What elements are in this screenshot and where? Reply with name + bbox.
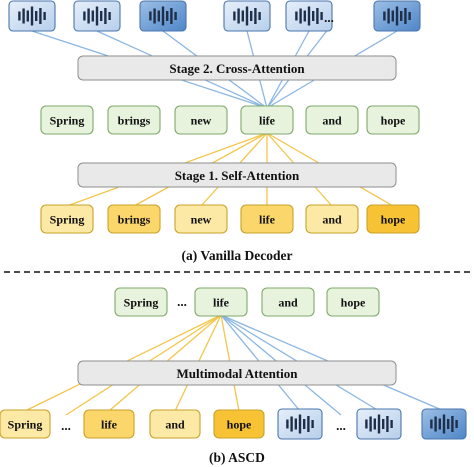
decoder-token: new <box>174 105 228 135</box>
audio-frame <box>373 0 421 32</box>
output-token-label: hope <box>341 296 366 310</box>
self-attention-label: Stage 1. Self-Attention <box>175 168 300 183</box>
cross-attention-label: Stage 2. Cross-Attention <box>169 61 305 76</box>
output-token: hope <box>326 287 380 317</box>
output-token-label: life <box>213 296 230 310</box>
output-token: Spring <box>114 287 168 317</box>
audio-frame <box>356 408 402 440</box>
waveform-icon <box>149 6 177 26</box>
waveform-icon <box>295 6 323 26</box>
decoder-token-label: new <box>191 114 212 128</box>
input-token: life <box>240 204 294 234</box>
cross-attention-stage: Stage 2. Cross-Attention <box>77 55 397 81</box>
input-token-label: hope <box>381 213 406 227</box>
waveform-icon <box>365 414 393 434</box>
input-text-token-label: Spring <box>8 418 43 432</box>
input-token: and <box>305 204 359 234</box>
input-text-token-label: and <box>165 418 185 432</box>
output-token-label: and <box>278 296 298 310</box>
waveform-icon <box>18 6 46 26</box>
waveform-icon <box>383 6 411 26</box>
audio-frame <box>421 408 467 440</box>
multimodal-attention-label: Multimodal Attention <box>177 366 299 381</box>
input-token: brings <box>107 204 161 234</box>
decoder-token: hope <box>366 105 420 135</box>
input-text-token: life <box>83 409 135 439</box>
input-ellipsis-audio: ... <box>336 418 346 433</box>
output-token-label: Spring <box>124 296 159 310</box>
output-token: life <box>194 287 248 317</box>
input-token-label: and <box>322 213 342 227</box>
waveform-icon <box>430 414 458 434</box>
input-token-label: life <box>259 213 276 227</box>
output-token-row: Spring life and hope <box>114 287 380 317</box>
waveform-icon <box>286 414 314 434</box>
mixed-input-row: Spring life and hope <box>0 408 467 440</box>
input-text-token-label: hope <box>227 418 252 432</box>
input-token-label: Spring <box>50 213 85 227</box>
audio-frame <box>223 0 271 32</box>
audio-frame <box>8 0 56 32</box>
audio-frame <box>285 0 333 32</box>
input-text-token: Spring <box>0 409 51 439</box>
vanilla-decoder: ... Stage 2. Cross-Attention Spring bring… <box>8 0 421 263</box>
input-token: new <box>174 204 228 234</box>
waveform-icon <box>83 6 111 26</box>
decoder-token-label: brings <box>118 114 151 128</box>
caption-vanilla: (a) Vanilla Decoder <box>182 248 293 263</box>
decoder-token: and <box>305 105 359 135</box>
input-ellipsis-text: ... <box>61 418 71 433</box>
input-token: Spring <box>40 204 94 234</box>
input-token: hope <box>366 204 420 234</box>
input-token-row: Spring brings new life and hope <box>40 204 420 234</box>
decoder-token-label: hope <box>381 114 406 128</box>
audio-ellipsis: ... <box>324 10 334 25</box>
output-ellipsis: ... <box>177 294 187 309</box>
ascd: Spring life and hope ... Multimodal Attenti… <box>0 287 467 465</box>
input-token-label: new <box>191 213 212 227</box>
decoder-token-label: and <box>322 114 342 128</box>
input-token-label: brings <box>118 213 151 227</box>
audio-frames-row <box>8 0 421 32</box>
self-attention-stage: Stage 1. Self-Attention <box>77 162 397 188</box>
input-text-token: hope <box>213 409 265 439</box>
caption-ascd: (b) ASCD <box>209 450 265 465</box>
input-text-token: and <box>149 409 201 439</box>
decoder-token: life <box>240 105 294 135</box>
multimodal-attention-stage: Multimodal Attention <box>77 360 397 386</box>
audio-frame <box>277 408 323 440</box>
decoder-token-label: life <box>259 114 276 128</box>
waveform-icon <box>233 6 261 26</box>
decoder-token-row: Spring brings new life and hope <box>40 105 420 135</box>
audio-frame <box>73 0 121 32</box>
audio-frame <box>139 0 187 32</box>
decoder-token: brings <box>107 105 161 135</box>
output-token: and <box>261 287 315 317</box>
decoder-token-label: Spring <box>50 114 85 128</box>
input-text-token-label: life <box>101 418 118 432</box>
decoder-token: Spring <box>40 105 94 135</box>
